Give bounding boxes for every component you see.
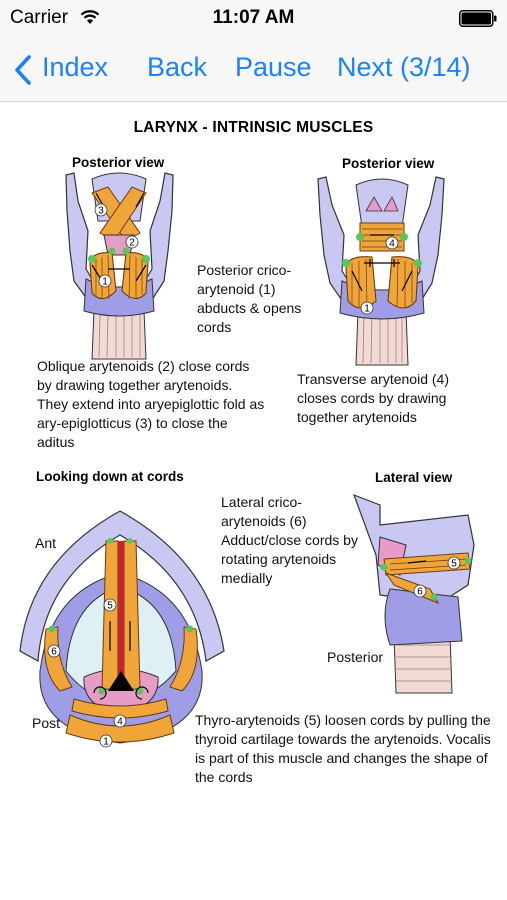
muscle-number-6: 6 [51,647,57,658]
caption-lateral-crico-arytenoids: Lateral crico-arytenoids (6) Adduct/clos… [221,494,358,586]
muscle-number-6b: 6 [417,587,423,598]
cords-top-view-diagram: 5 6 4 1 [19,510,225,748]
muscle-number-1c: 1 [103,737,109,748]
caption-thyro-arytenoids: Thyro-arytenoids (5) loosen cords by pul… [195,712,491,785]
figure-2-label: Posterior view [342,156,435,171]
pause-button[interactable]: Pause [235,52,312,82]
muscle-number-1b: 1 [364,304,370,315]
muscle-number-3: 3 [98,206,104,217]
figure-1-label: Posterior view [72,155,165,170]
index-button[interactable]: Index [42,52,109,82]
muscle-number-4b: 4 [117,717,123,728]
muscle-number-5b: 5 [451,559,457,570]
posterior-label: Posterior [327,649,384,665]
chevron-left-icon[interactable] [14,54,32,86]
muscle-number-5: 5 [107,601,113,612]
posterior-view-diagram-2: 4 1 [317,176,445,366]
posterior-view-diagram-1: 3 2 1 [65,172,174,360]
status-bar: Carrier 11:07 AM [0,0,507,40]
back-button[interactable]: Back [147,52,208,82]
caption-posterior-crico-arytenoid: Posterior crico-arytenoid (1) abducts & … [197,262,302,335]
muscle-number-2: 2 [129,238,135,249]
caption-transverse-arytenoid: Transverse arytenoid (4) closes cords by… [297,371,449,425]
figure-4-label: Lateral view [375,470,453,485]
muscle-number-1: 1 [102,277,108,288]
page-title: LARYNX - INTRINSIC MUSCLES [133,119,374,136]
muscle-number-4: 4 [389,239,395,250]
status-time: 11:07 AM [212,7,295,28]
posterior-label-short: Post [32,715,61,731]
caption-oblique-arytenoids: Oblique arytenoids (2) close cords by dr… [37,358,265,450]
wifi-icon [80,10,100,24]
carrier-label: Carrier [10,7,69,28]
figure-3-label: Looking down at cords [36,469,184,484]
next-button[interactable]: Next (3/14) [337,52,471,82]
lateral-view-diagram: 5 6 [352,493,475,694]
navigation-bar: Index Back Pause Next (3/14) [0,40,507,102]
battery-icon [459,10,497,27]
anterior-label: Ant [35,535,57,551]
slide-content: LARYNX - INTRINSIC MUSCLES Posterior vie… [0,103,507,900]
